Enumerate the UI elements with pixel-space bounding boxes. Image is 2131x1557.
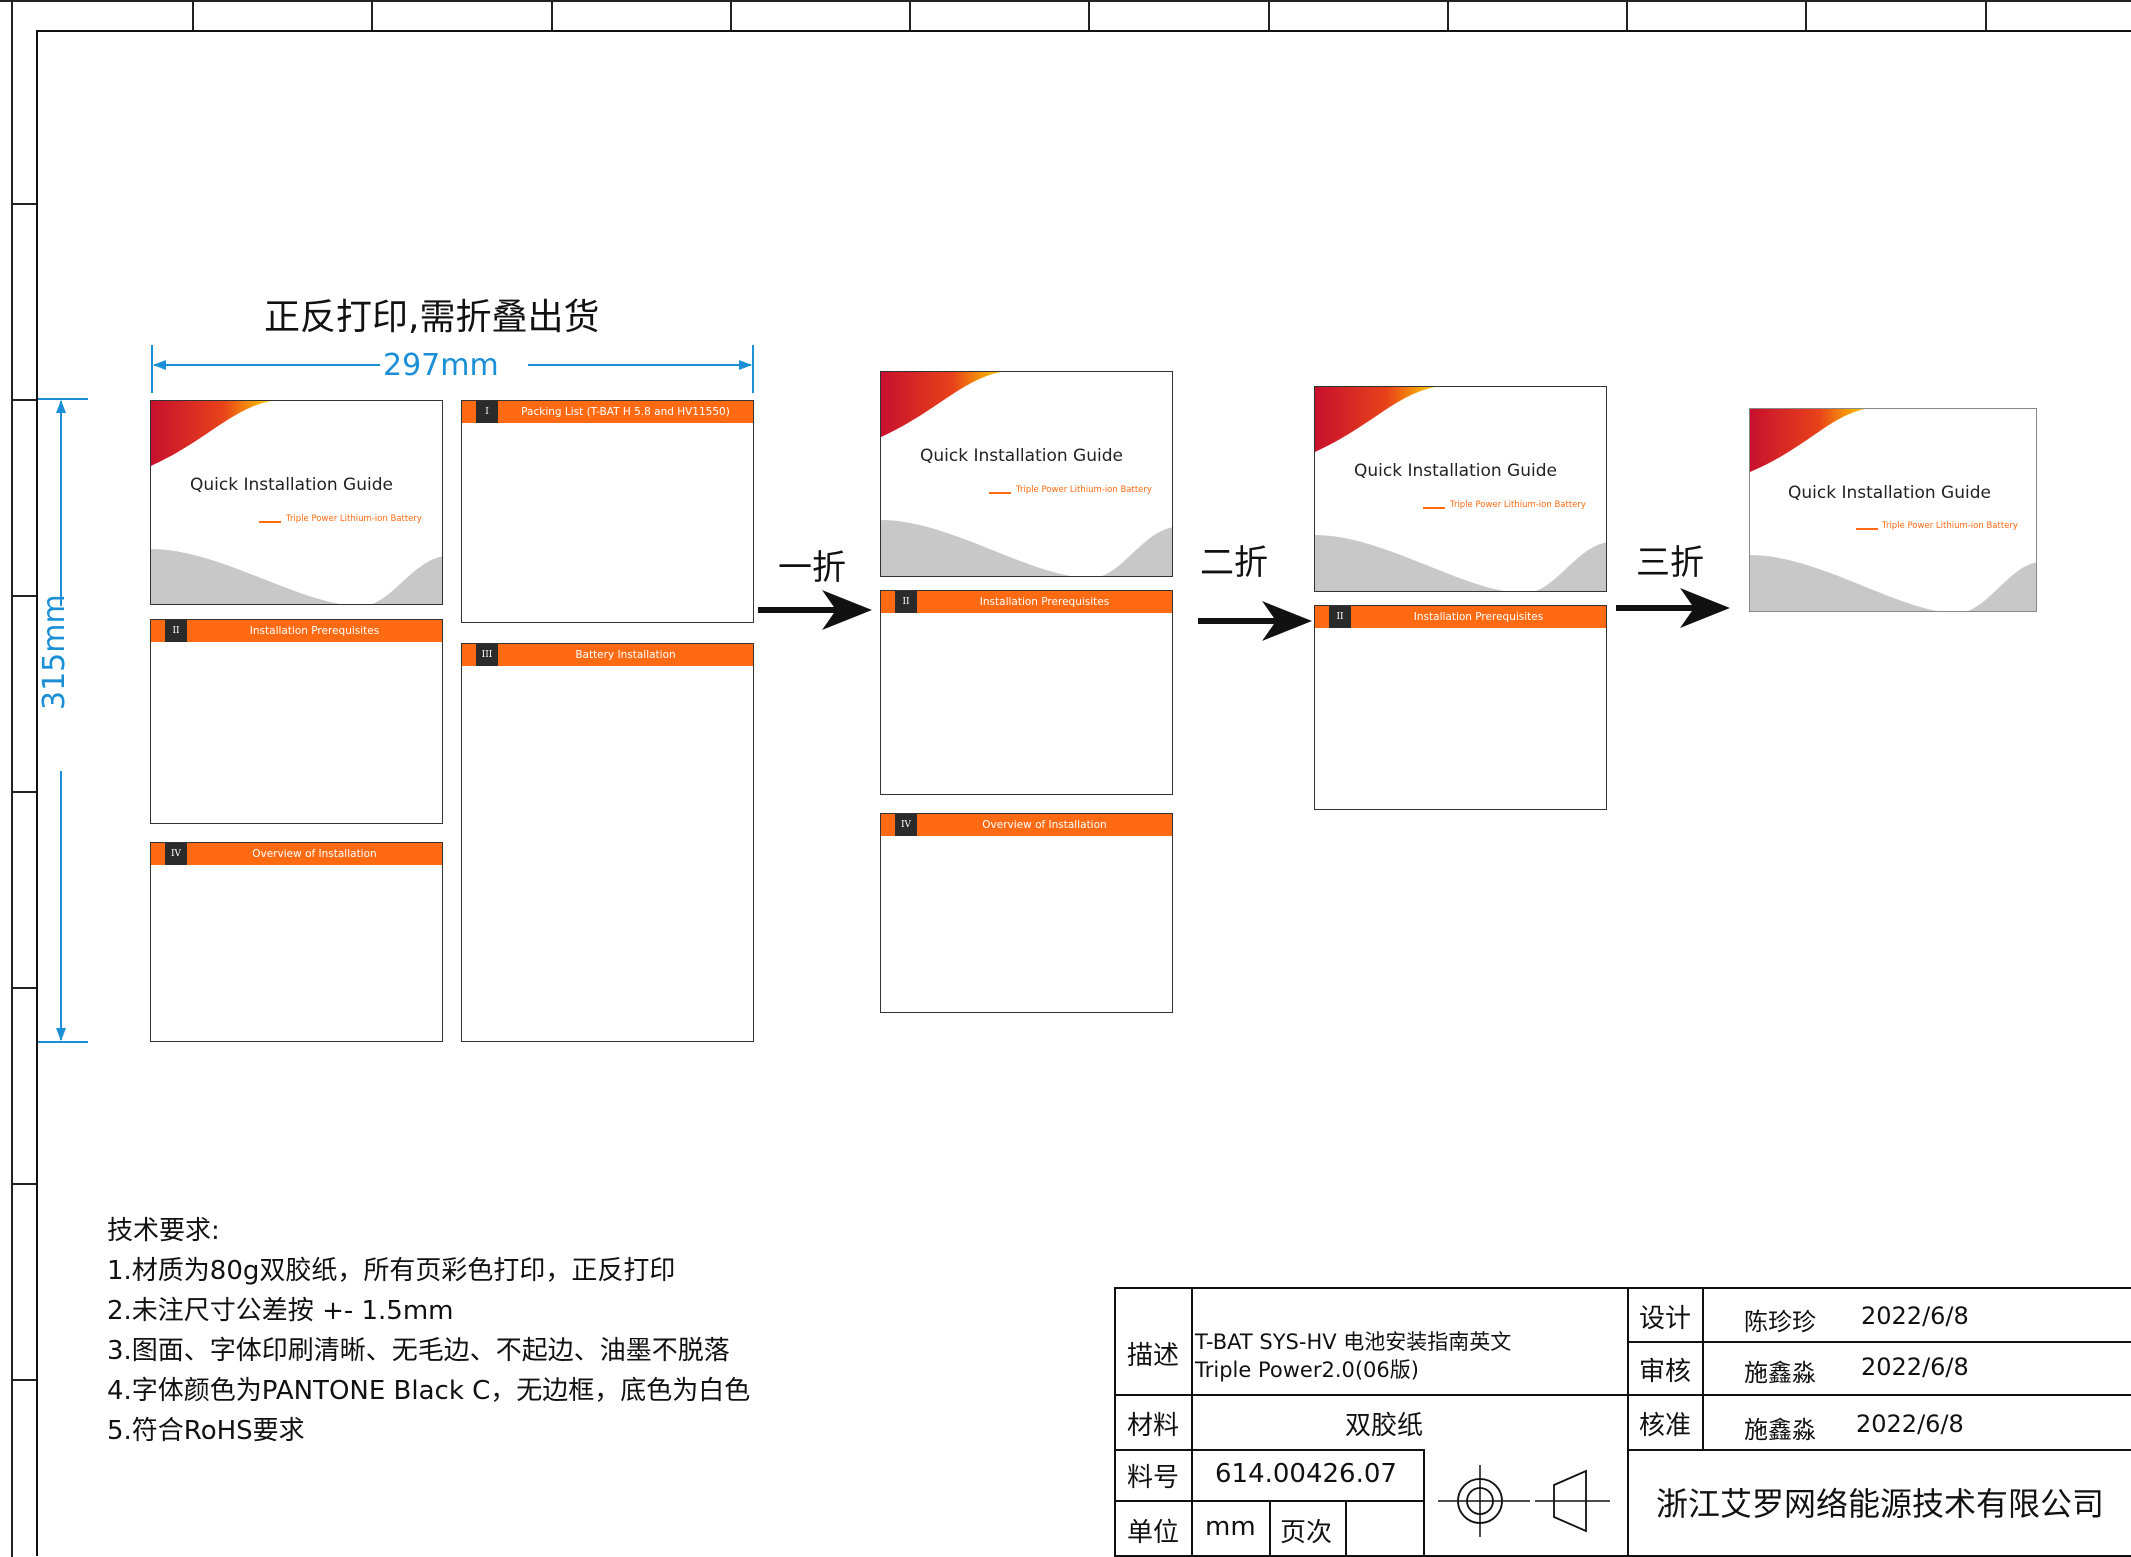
- cover-panel-unfolded: Quick Installation Guide Triple Power Li…: [150, 400, 443, 605]
- cover-graphic: [151, 401, 442, 604]
- fold-step-1-label: 一折: [778, 548, 846, 588]
- unit-label: 单位: [1127, 1518, 1180, 1548]
- section-header: I Packing List (T-BAT H 5.8 and HV11550): [462, 401, 753, 423]
- fold-step-3-label: 三折: [1636, 543, 1704, 583]
- fold-step-2-label: 二折: [1200, 543, 1268, 583]
- requirement-item: 1.材质为80g双胶纸，所有页彩色打印，正反打印: [107, 1256, 676, 1286]
- section-number: II: [1329, 606, 1351, 628]
- approve-label: 核准: [1639, 1411, 1692, 1441]
- requirement-item: 3.图面、字体印刷清晰、无毛边、不起边、油墨不脱落: [107, 1336, 730, 1366]
- subtitle-dash: [989, 492, 1011, 494]
- section-header: II Installation Prerequisites: [1315, 606, 1606, 628]
- cover-graphic: [1315, 387, 1606, 591]
- section-panel-packing-list: I Packing List (T-BAT H 5.8 and HV11550): [461, 400, 754, 623]
- section-header: IV Overview of Installation: [881, 814, 1172, 836]
- section-panel-battery-installation: III Battery Installation: [461, 643, 754, 1042]
- cover-subtitle: Triple Power Lithium-ion Battery: [286, 514, 422, 524]
- fold-step-2-arrow: [1198, 601, 1312, 641]
- cover-title: Quick Installation Guide: [190, 475, 393, 495]
- approver-name: 施鑫淼: [1744, 1416, 1816, 1444]
- section-number: II: [165, 620, 187, 642]
- section-title: Battery Installation: [575, 649, 676, 661]
- drawing-frame: [36, 30, 2131, 1556]
- cover-panel-fold-1: Quick Installation Guide Triple Power Li…: [880, 371, 1173, 577]
- section-title: Packing List (T-BAT H 5.8 and HV11550): [521, 406, 730, 418]
- cover-subtitle: Triple Power Lithium-ion Battery: [1016, 485, 1152, 495]
- requirement-item: 2.未注尺寸公差按 +- 1.5mm: [107, 1296, 454, 1326]
- page-title: 正反打印,需折叠出货: [264, 297, 600, 338]
- cover-subtitle: Triple Power Lithium-ion Battery: [1450, 500, 1586, 510]
- technical-requirements: 技术要求: 1.材质为80g双胶纸，所有页彩色打印，正反打印 2.未注尺寸公差按…: [107, 1211, 750, 1451]
- section-title: Overview of Installation: [982, 819, 1107, 831]
- section-header: II Installation Prerequisites: [881, 591, 1172, 613]
- unit-value: mm: [1205, 1512, 1256, 1542]
- design-date: 2022/6/8: [1861, 1302, 1969, 1330]
- section-number: IV: [895, 814, 917, 836]
- designer-name: 陈珍珍: [1744, 1308, 1816, 1336]
- part-number-value: 614.00426.07: [1215, 1459, 1397, 1489]
- page-label: 页次: [1280, 1518, 1333, 1548]
- cover-panel-fold-2: Quick Installation Guide Triple Power Li…: [1314, 386, 1607, 592]
- fold-step-1-arrow: [758, 590, 872, 630]
- cover-graphic: [1750, 409, 2036, 611]
- cover-title: Quick Installation Guide: [1354, 461, 1557, 481]
- description-label: 描述: [1127, 1341, 1180, 1371]
- cover-title: Quick Installation Guide: [1788, 483, 1991, 503]
- requirement-item: 4.字体颜色为PANTONE Black C，无边框，底色为白色: [107, 1376, 751, 1406]
- section-number: IV: [165, 843, 187, 865]
- section-panel-overview-of-installation-fold-1: IV Overview of Installation: [880, 813, 1173, 1013]
- top-ruler-line: [0, 0, 2131, 2]
- subtitle-dash: [1856, 528, 1878, 530]
- height-dimension-line: [38, 398, 88, 1043]
- section-number: I: [476, 401, 498, 423]
- section-header: IV Overview of Installation: [151, 843, 442, 865]
- review-label: 审核: [1639, 1357, 1692, 1387]
- description-line-2: Triple Power2.0(06版): [1195, 1358, 1419, 1382]
- requirement-item: 5.符合RoHS要求: [107, 1416, 305, 1446]
- section-title: Installation Prerequisites: [249, 625, 380, 637]
- design-label: 设计: [1639, 1304, 1692, 1334]
- section-title: Installation Prerequisites: [979, 596, 1110, 608]
- material-label: 材料: [1127, 1411, 1180, 1441]
- subtitle-dash: [259, 521, 281, 523]
- section-number: II: [895, 591, 917, 613]
- company-name: 浙江艾罗网络能源技术有限公司: [1656, 1485, 2105, 1523]
- section-panel-installation-prerequisites-fold-1: II Installation Prerequisites: [880, 590, 1173, 795]
- cover-subtitle: Triple Power Lithium-ion Battery: [1882, 521, 2018, 531]
- cover-panel-fold-3: Quick Installation Guide Triple Power Li…: [1749, 408, 2037, 612]
- section-panel-installation-prerequisites: II Installation Prerequisites: [150, 619, 443, 824]
- left-ruler-line: [11, 0, 13, 1557]
- width-dimension-line: [151, 345, 754, 393]
- section-header: II Installation Prerequisites: [151, 620, 442, 642]
- subtitle-dash: [1423, 507, 1445, 509]
- section-title: Installation Prerequisites: [1413, 611, 1544, 623]
- approve-date: 2022/6/8: [1856, 1410, 1964, 1438]
- reviewer-name: 施鑫淼: [1744, 1359, 1816, 1387]
- section-title: Overview of Installation: [252, 848, 377, 860]
- review-date: 2022/6/8: [1861, 1353, 1969, 1381]
- width-dimension-label: 297mm: [383, 348, 499, 383]
- section-header: III Battery Installation: [462, 644, 753, 666]
- fold-step-3-arrow: [1616, 588, 1730, 628]
- description-line-1: T-BAT SYS-HV 电池安装指南英文: [1195, 1330, 1512, 1354]
- material-value: 双胶纸: [1345, 1411, 1424, 1441]
- part-number-label: 料号: [1127, 1463, 1180, 1493]
- section-panel-overview-of-installation: IV Overview of Installation: [150, 842, 443, 1042]
- cover-graphic: [881, 372, 1172, 576]
- height-dimension-label: 315mm: [37, 594, 72, 710]
- requirements-heading: 技术要求:: [107, 1216, 220, 1246]
- section-panel-installation-prerequisites-fold-2: II Installation Prerequisites: [1314, 605, 1607, 810]
- cover-title: Quick Installation Guide: [920, 446, 1123, 466]
- section-number: III: [476, 644, 498, 666]
- projection-symbol-icon: [1438, 1465, 1610, 1537]
